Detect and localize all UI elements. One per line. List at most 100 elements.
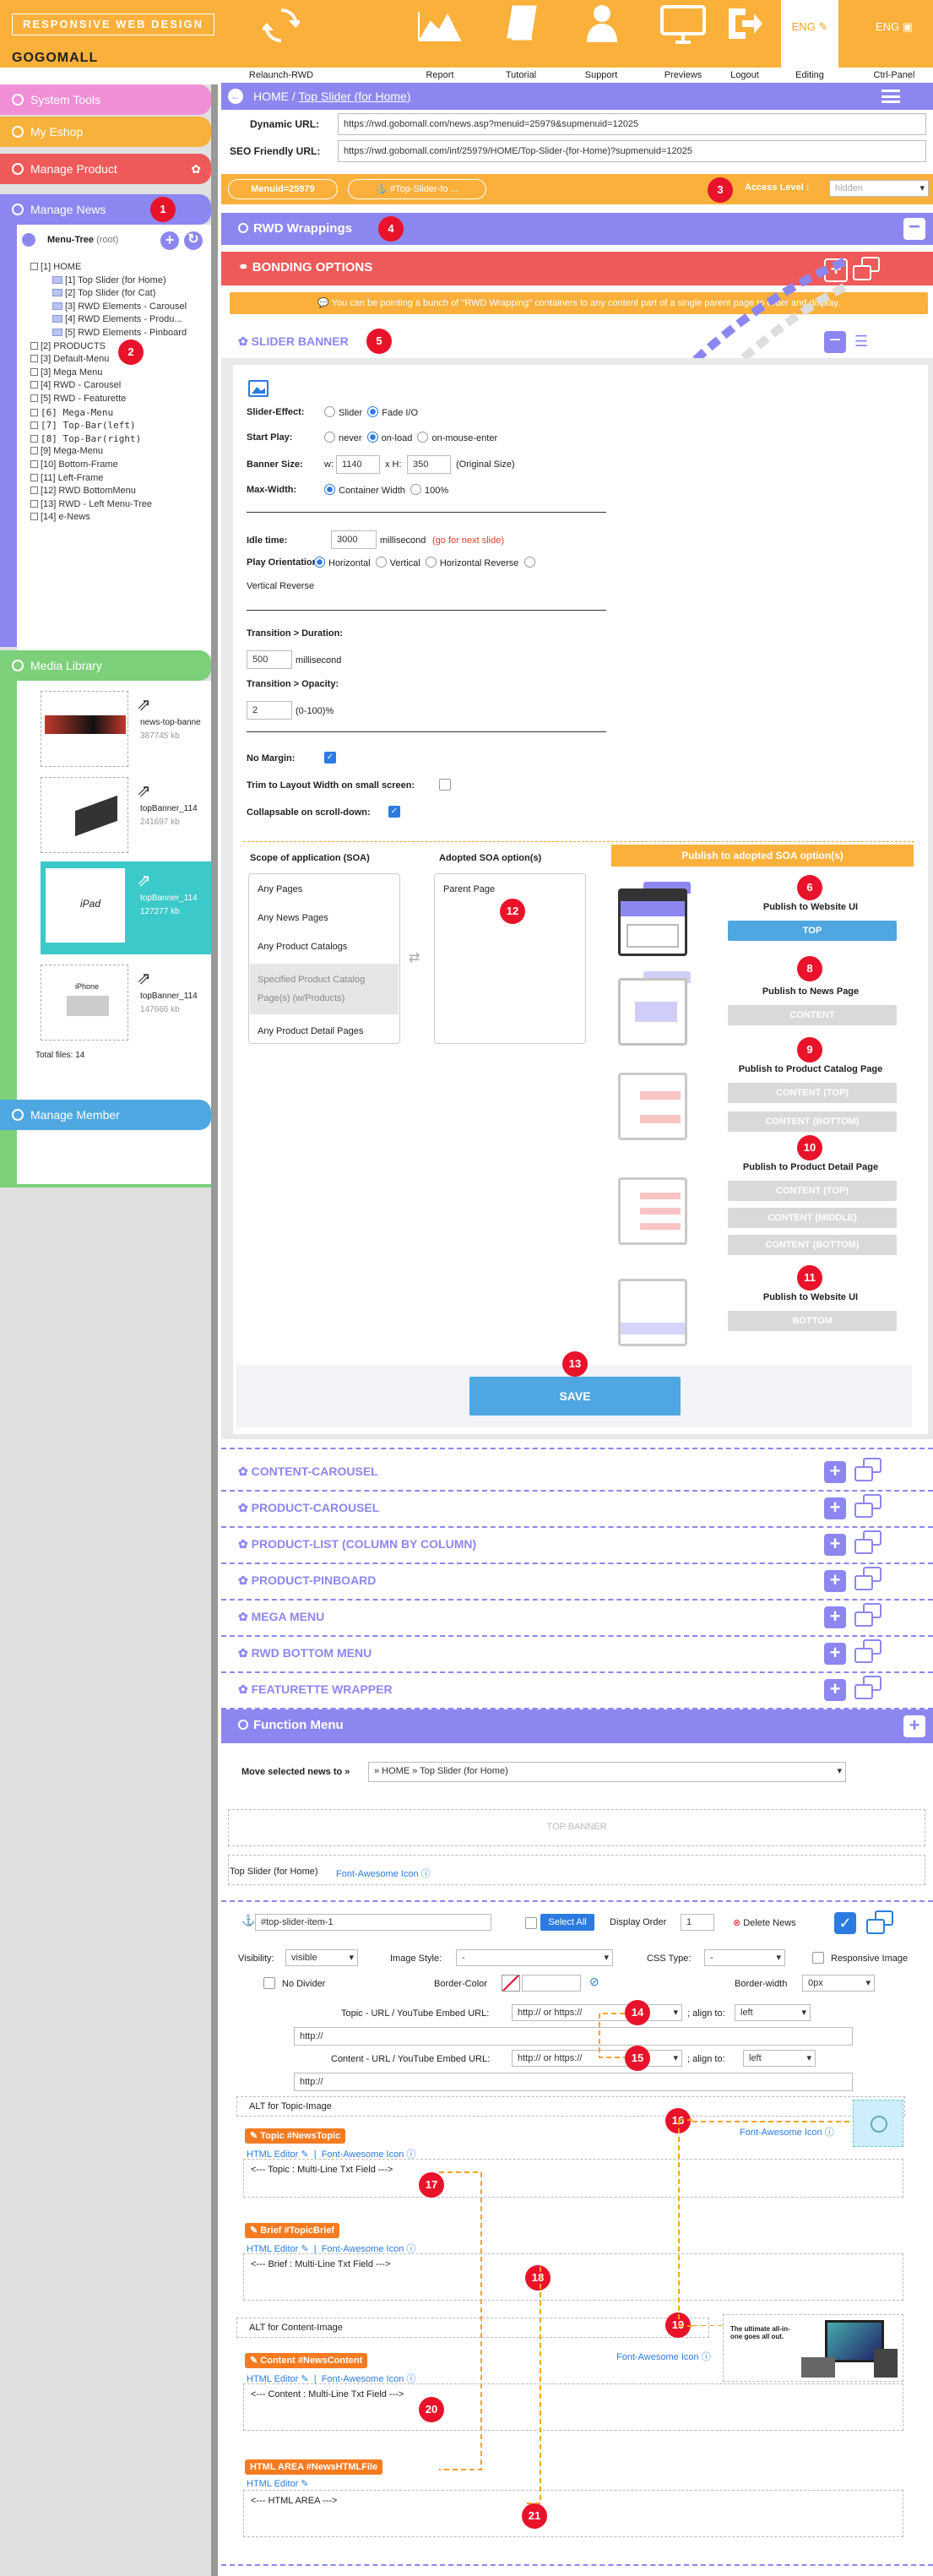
section-4[interactable]: ✿ MEGA MENU [230, 1600, 930, 1633]
soa-item[interactable]: Specified Product Catalog Page(s) (w/Pro… [258, 975, 366, 1003]
clear-color-icon[interactable]: ⊘ [589, 1975, 599, 1988]
html-area-field[interactable]: <--- HTML AREA ---> [243, 2490, 903, 2537]
fa-link[interactable]: Font-Awesome Icon ⓘ [740, 2128, 834, 2138]
publish-top-button[interactable]: TOP [728, 921, 897, 941]
media-thumb-3[interactable]: iPad [46, 868, 125, 943]
open-external-icon[interactable]: ⇗ [137, 696, 151, 715]
save-button[interactable]: SAVE [469, 1377, 681, 1416]
hamburger-icon[interactable] [881, 90, 900, 103]
visibility-select[interactable]: visible▾ [285, 1949, 358, 1966]
radio-never[interactable] [324, 432, 335, 443]
sidebar-manage-product[interactable]: Manage Product✿ [0, 154, 211, 184]
idle-time-input[interactable]: 3000 [331, 530, 377, 549]
section-3[interactable]: ✿ PRODUCT-PINBOARD [230, 1563, 930, 1597]
tree-item[interactable]: [6] Mega-Menu [30, 407, 113, 418]
section-2[interactable]: ✿ PRODUCT-LIST (COLUMN BY COLUMN) [230, 1527, 930, 1561]
trim-checkbox[interactable] [439, 779, 451, 791]
alt-topic-box[interactable]: ALT for Topic-Image [236, 2096, 905, 2117]
tree-item[interactable]: [1] HOME [30, 262, 81, 272]
sidebar-manage-news[interactable]: Manage News [0, 194, 211, 225]
section-0[interactable]: ✿ CONTENT-CAROUSEL [230, 1454, 930, 1488]
adopted-item[interactable]: Parent Page [443, 884, 496, 894]
media-thumb-4[interactable]: iPhone [41, 965, 128, 1041]
tree-item[interactable]: [5] RWD - Featurette [30, 394, 126, 404]
sidebar-media-library[interactable]: Media Library [0, 650, 211, 681]
copy-icon[interactable] [854, 1639, 883, 1665]
tree-item[interactable]: [5] RWD Elements - Pinboard [52, 328, 187, 338]
access-level-select[interactable]: hidden▾ [829, 180, 929, 197]
border-color-input[interactable] [522, 1975, 581, 1992]
radio-hrev[interactable] [425, 557, 437, 568]
image-icon[interactable] [248, 380, 269, 397]
nav-previews[interactable] [647, 0, 719, 84]
list-icon[interactable]: ☰ [854, 333, 869, 350]
tree-item[interactable]: [13] RWD - Left Menu-Tree [30, 499, 152, 509]
media-thumb-2[interactable] [41, 777, 128, 853]
add-section-button[interactable]: + [824, 1570, 846, 1592]
delete-news[interactable]: ⊗ Delete News [733, 1918, 796, 1928]
open-external-icon[interactable]: ⇗ [137, 970, 151, 988]
function-menu-bar[interactable]: Function Menu + [221, 1709, 933, 1743]
soa-list[interactable]: Any Pages Any News Pages Any Product Cat… [248, 873, 400, 1044]
soa-item[interactable]: Any Product Detail Pages [258, 1026, 364, 1036]
item-anchor-input[interactable]: #top-slider-item-1 [255, 1914, 491, 1931]
catalog-bottom-button[interactable]: CONTENT (BOTTOM) [728, 1111, 897, 1132]
content-image-preview[interactable]: The ultimate all-in-one goes all out. [723, 2314, 903, 2382]
anchor-badge[interactable]: ⚓ #Top-Slider-fo ... [348, 179, 486, 199]
tree-item[interactable]: [7] Top-Bar(left) [30, 420, 136, 431]
add-function-button[interactable]: + [903, 1715, 925, 1737]
tree-item[interactable]: [3] RWD Elements - Carousel [52, 302, 187, 312]
radio-horizontal[interactable] [314, 557, 325, 568]
copy-icon[interactable] [854, 1530, 883, 1556]
color-swatch[interactable] [502, 1975, 520, 1992]
sidebar-divider[interactable] [211, 84, 218, 2576]
radio-vertical[interactable] [375, 557, 387, 568]
image-style-select[interactable]: -▾ [456, 1949, 613, 1966]
radio-vrev[interactable] [523, 557, 535, 568]
soa-item[interactable]: Any News Pages [258, 913, 328, 923]
tree-item[interactable]: [2] PRODUCTS [30, 341, 106, 351]
section-1[interactable]: ✿ PRODUCT-CAROUSEL [230, 1491, 930, 1524]
tree-item[interactable]: [10] Bottom-Frame [30, 459, 118, 470]
gear-icon[interactable]: ✿ [191, 162, 201, 176]
content-align-select[interactable]: left▾ [743, 2050, 816, 2067]
tree-item[interactable]: [4] RWD Elements - Produ... [52, 314, 182, 324]
detail-top-button[interactable]: CONTENT (TOP) [728, 1181, 897, 1201]
nav-logout[interactable] [708, 0, 781, 84]
content-url-input[interactable]: http:// [294, 2073, 853, 2091]
border-width-select[interactable]: 0px▾ [802, 1975, 875, 1992]
seo-url-input[interactable]: https://rwd.gobomall.com/inf/25979/HOME/… [338, 140, 926, 162]
crumb-home[interactable]: HOME [253, 90, 289, 103]
topic-image-placeholder[interactable] [853, 2100, 903, 2147]
copy-icon[interactable] [854, 1567, 883, 1592]
copy-icon[interactable] [866, 1910, 895, 1936]
dynamic-url-input[interactable]: https://rwd.gobomall.com/news.asp?menuid… [338, 113, 926, 135]
adopted-list[interactable]: Parent Page [434, 873, 586, 1044]
radio-slider[interactable] [324, 406, 335, 417]
open-external-icon[interactable]: ⇗ [137, 872, 151, 890]
publish-bottom-button[interactable]: BOTTOM [728, 1311, 897, 1331]
tree-item[interactable]: [3] Mega Menu [30, 367, 102, 378]
add-section-button[interactable]: + [824, 1461, 846, 1483]
radio-onload[interactable] [366, 432, 378, 443]
alt-content-box[interactable]: ALT for Content-Image [236, 2318, 709, 2338]
soa-item[interactable]: Any Product Catalogs [258, 942, 348, 952]
refresh-tree-button[interactable]: ↻ [184, 231, 203, 250]
tree-item[interactable]: [11] Left-Frame [30, 473, 103, 483]
html-editor-link[interactable]: HTML Editor ✎ | Font-Awesome Icon ⓘ [247, 2244, 416, 2254]
section-5[interactable]: ✿ RWD BOTTOM MENU [230, 1636, 930, 1670]
soa-item[interactable]: Any Pages [258, 884, 303, 894]
collapse-slider-button[interactable]: − [824, 330, 846, 353]
rwd-wrappings-bar[interactable]: RWD Wrappings − [221, 213, 933, 245]
radio-mouse[interactable] [417, 432, 429, 443]
copy-icon[interactable] [853, 257, 881, 282]
publish-content-button[interactable]: CONTENT [728, 1005, 897, 1025]
display-order-input[interactable]: 1 [681, 1914, 714, 1931]
radio-container[interactable] [324, 484, 335, 495]
topic-field[interactable]: <--- Topic : Multi-Line Txt Field ---> [243, 2159, 903, 2198]
select-all-checkbox[interactable] [525, 1917, 537, 1929]
add-node-button[interactable]: + [160, 231, 179, 250]
swap-icon[interactable]: ⇄ [409, 951, 420, 965]
nav-tutorial[interactable] [485, 0, 557, 84]
tree-item[interactable]: [2] Top Slider (for Cat) [52, 288, 155, 298]
